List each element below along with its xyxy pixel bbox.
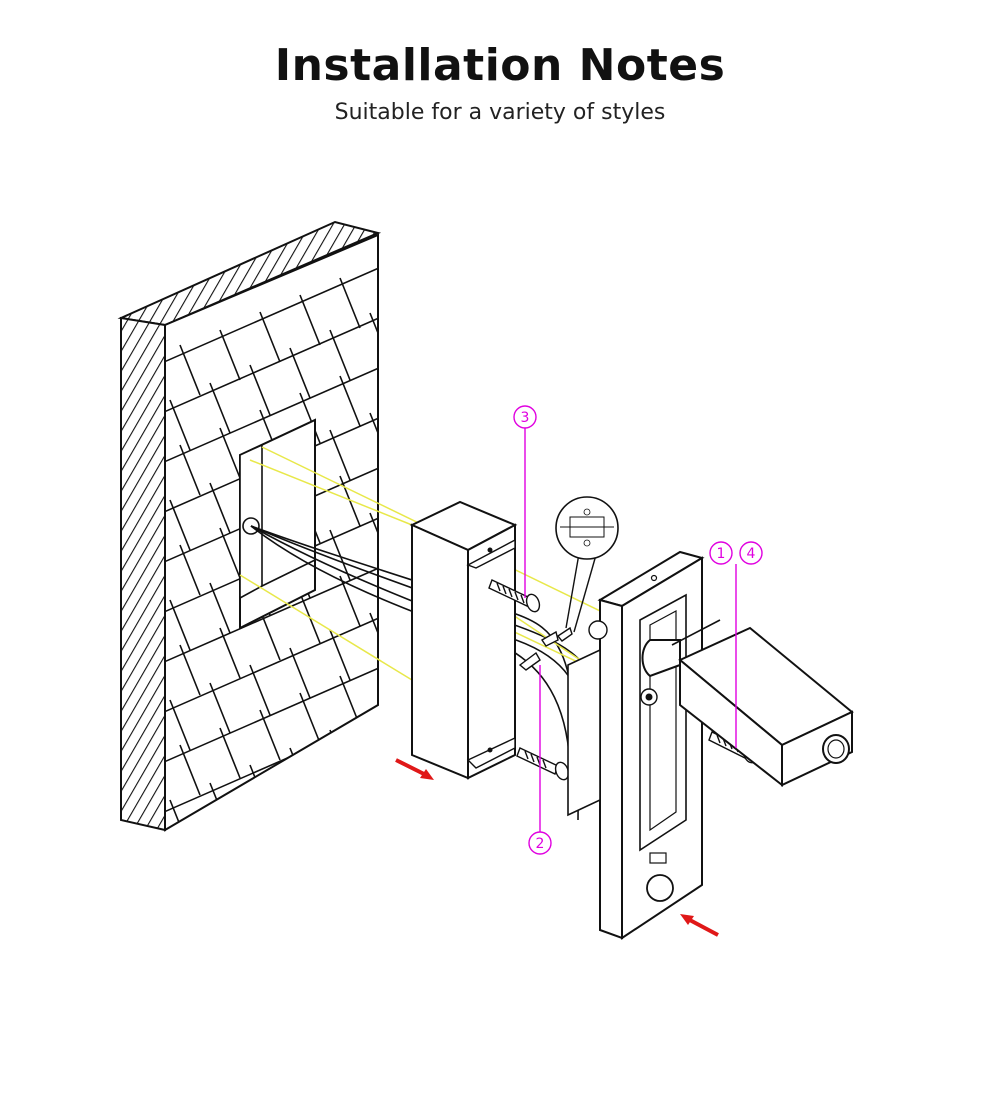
direction-arrow [395, 758, 434, 780]
brick-wall [117, 220, 382, 832]
callout-2 [528, 665, 552, 855]
wire-connector [518, 626, 573, 671]
callout-1 [709, 541, 733, 565]
callout-1-label: 1 [717, 546, 726, 562]
page-title: Installation Notes [274, 40, 726, 91]
screw [516, 747, 570, 781]
screw [488, 579, 541, 613]
page-subtitle: Suitable for a variety of styles [334, 100, 666, 125]
camera-module [641, 619, 854, 788]
callout-4-label: 4 [747, 546, 756, 562]
wiring-detail-icon [555, 496, 619, 633]
direction-arrow [680, 914, 719, 937]
door-station-panel [567, 550, 705, 940]
mounting-box [409, 500, 518, 780]
callout-3-label: 3 [521, 410, 530, 426]
callout-3 [513, 405, 537, 598]
callout-4 [735, 541, 763, 748]
callout-2-label: 2 [536, 836, 545, 852]
